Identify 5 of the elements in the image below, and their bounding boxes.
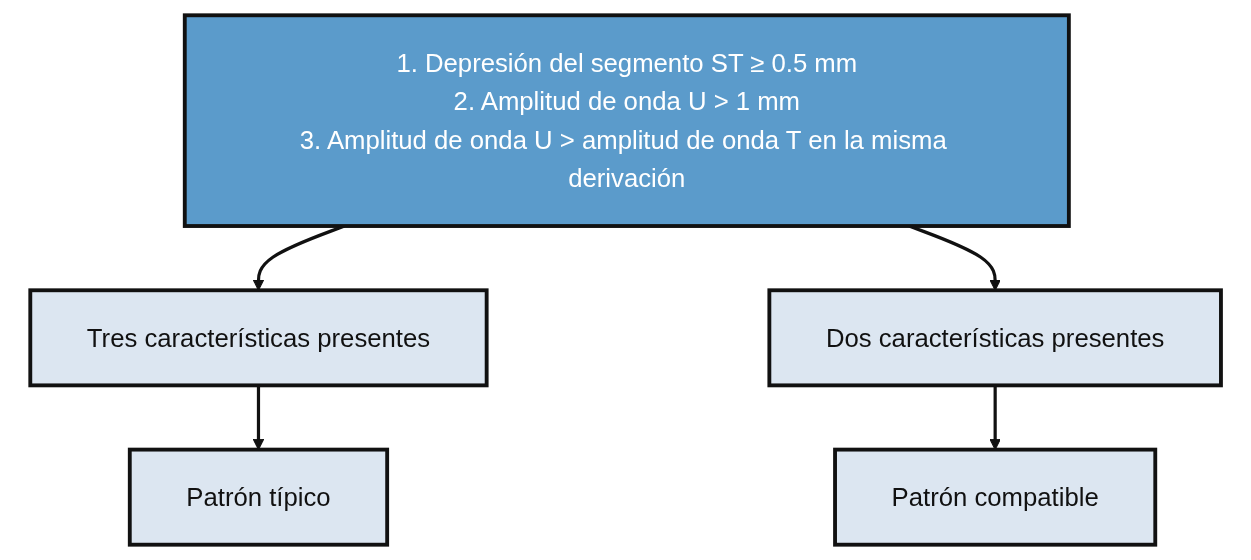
node-box: Patrón típico — [127, 447, 389, 547]
node-box: Dos características presentes — [767, 288, 1223, 388]
node-box: Patrón compatible — [833, 447, 1158, 547]
node-box: Tres características presentes — [28, 288, 489, 388]
node-box: 1. Depresión del segmento ST ≥ 0.5 mm 2. Amplitud de onda U > 1 mm 3. Amplitud de onda U > amplitud de onda T en la misma derivación — [182, 13, 1071, 228]
